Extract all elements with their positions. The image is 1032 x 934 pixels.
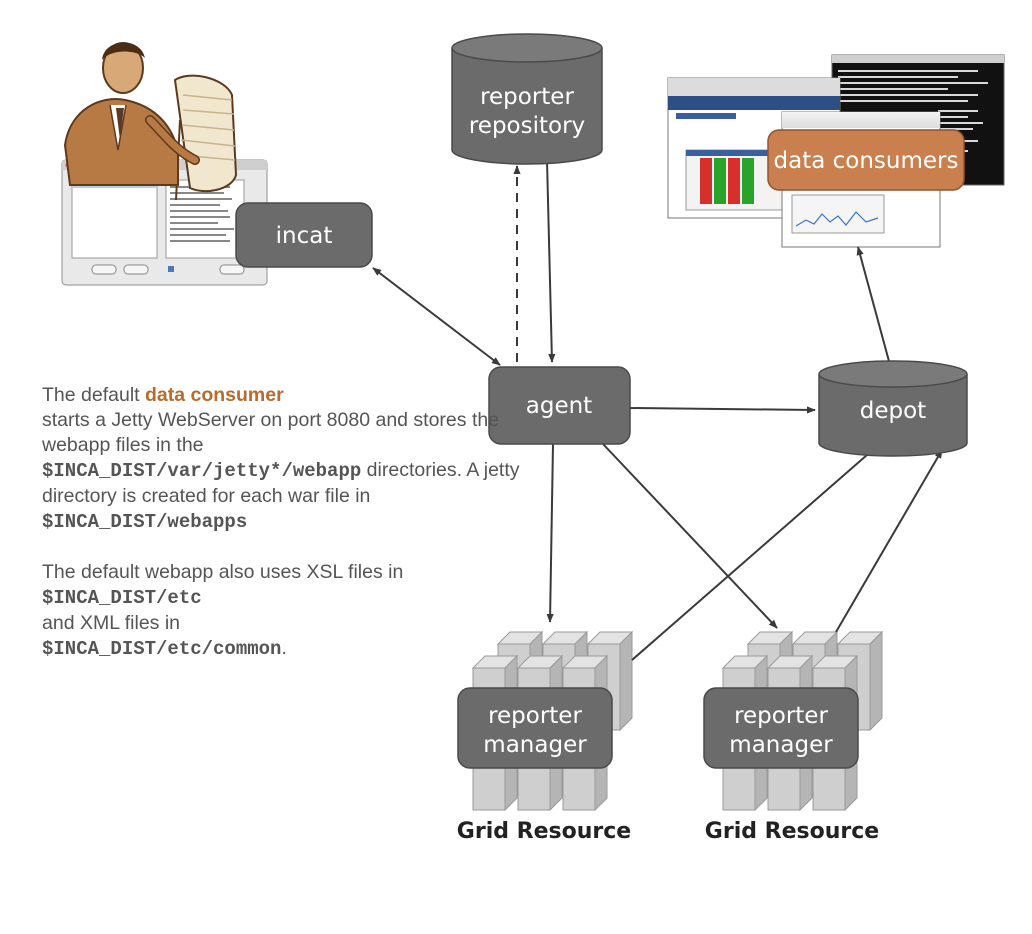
agent-depot-arrow	[629, 406, 816, 414]
reporter-manager-node-2: reporter manager	[703, 687, 859, 769]
reporter-repository-label-line2: repository	[469, 113, 585, 139]
agent-manager2-arrow	[602, 443, 778, 629]
reporter-manager-1-label-line2: manager	[483, 732, 587, 758]
reporter-repository-label-line1: reporter	[480, 84, 574, 110]
etc-path: $INCA_DIST/etc	[42, 587, 202, 609]
grid-resource-label-2: Grid Resource	[705, 819, 879, 844]
connectors	[372, 159, 943, 661]
reporter-manager-2-label-line1: reporter	[734, 703, 828, 729]
etc-common-path: $INCA_DIST/etc/common	[42, 638, 282, 660]
reporter-manager-2-label-line2: manager	[729, 732, 833, 758]
desc-p2-text-1: The default webapp also uses XSL files i…	[42, 561, 404, 583]
desc-p1-text-1: The default	[42, 384, 145, 406]
repository-agent-arrow	[546, 159, 556, 363]
reporter-manager-1-label-line1: reporter	[488, 703, 582, 729]
data-consumers-node: data consumers	[767, 129, 965, 191]
reporter-manager-node-1: reporter manager	[457, 687, 613, 769]
manager2-depot-arrow	[835, 449, 943, 633]
webapps-path: $INCA_DIST/webapps	[42, 511, 248, 533]
agent-node: agent	[488, 366, 631, 445]
description-paragraph-2: The default webapp also uses XSL files i…	[42, 560, 522, 662]
person-at-computer-illustration	[63, 42, 238, 201]
description-text: The default data consumer starts a Jetty…	[42, 383, 522, 687]
incat-node: incat	[235, 202, 373, 268]
depot-node: depot	[818, 360, 968, 457]
incat-agent-arrow	[372, 267, 501, 366]
desc-p1-text-2: starts a Jetty WebServer on port 8080 an…	[42, 409, 500, 456]
agent-label: agent	[526, 393, 592, 419]
incat-label: incat	[276, 223, 333, 249]
agent-manager1-arrow	[546, 443, 554, 623]
reporter-repository-node: reporter repository	[451, 33, 603, 165]
grid-resource-label-1: Grid Resource	[457, 819, 631, 844]
desc-p1-text-3: directories. A jetty directory is create…	[42, 459, 520, 507]
description-paragraph-1: The default data consumer starts a Jetty…	[42, 383, 522, 535]
data-consumers-label: data consumers	[774, 148, 959, 174]
jetty-webapp-path: $INCA_DIST/var/jetty*/webapp	[42, 460, 362, 482]
depot-label: depot	[860, 398, 926, 424]
depot-consumers-arrow	[856, 246, 891, 366]
manager1-depot-arrow	[631, 447, 876, 661]
desc-p2-text-3: .	[281, 637, 287, 659]
desc-p2-text-2: and XML files in	[42, 612, 181, 634]
data-consumer-highlight: data consumer	[144, 384, 284, 406]
